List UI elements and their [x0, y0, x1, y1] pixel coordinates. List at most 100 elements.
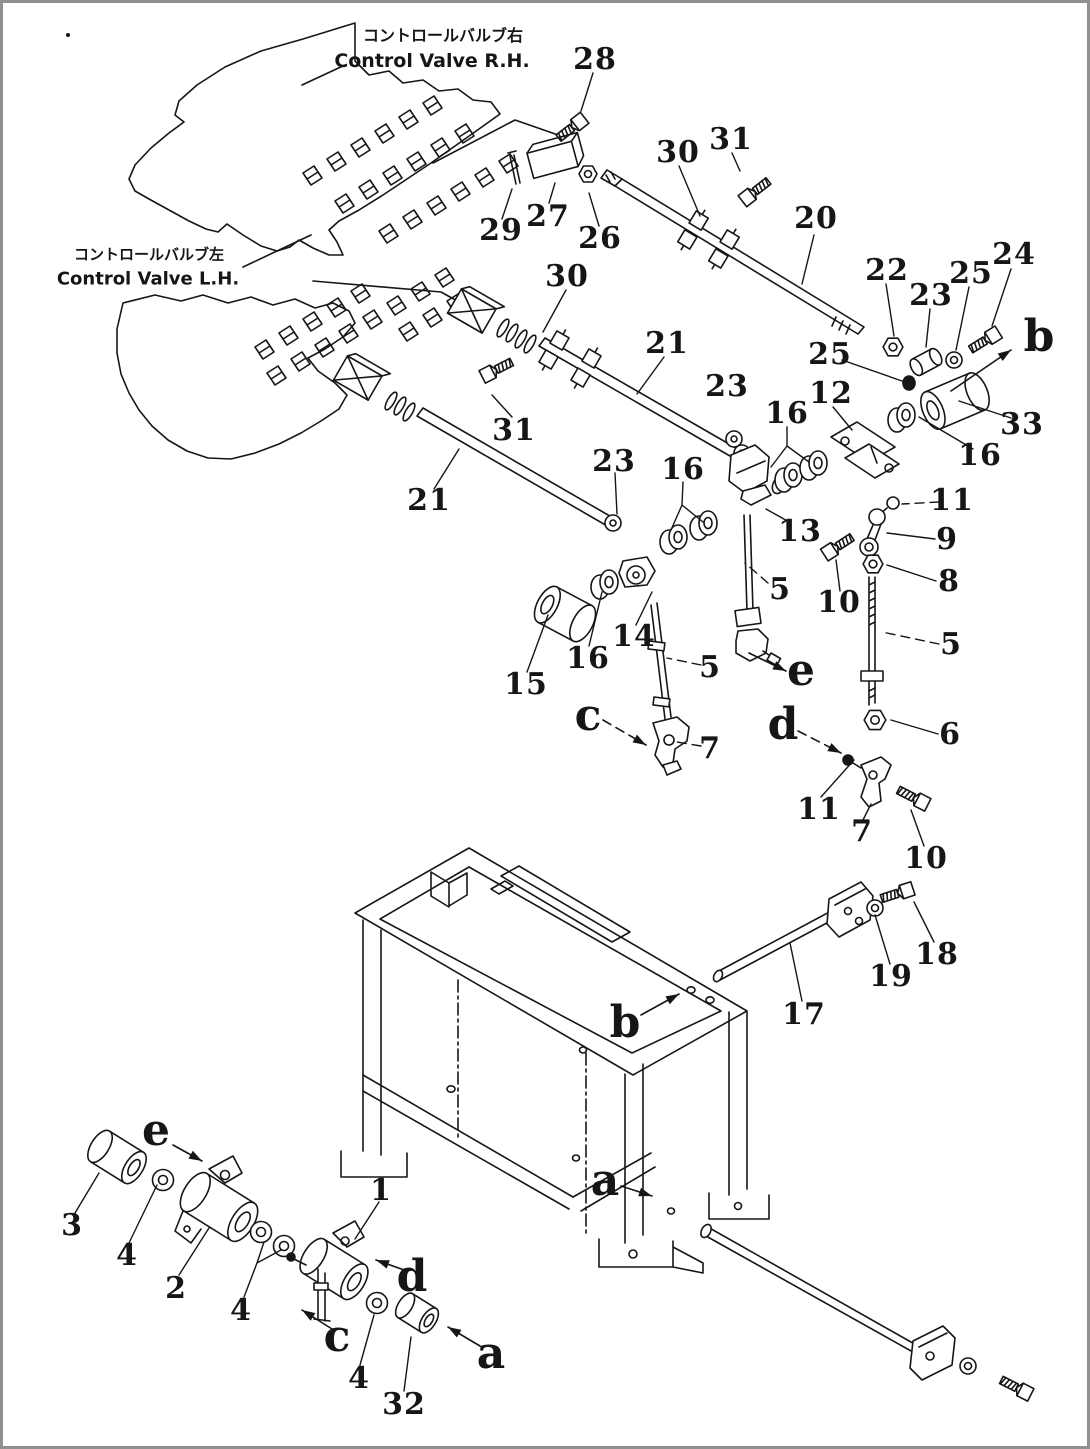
callout-1-53: 1 [370, 1173, 392, 1208]
frame [341, 848, 769, 1273]
leader-lines [75, 73, 1011, 1391]
callout-23-8: 23 [909, 278, 953, 313]
callout-16-20: 16 [958, 438, 1002, 473]
callout-c-55: c [323, 1311, 351, 1362]
bottom-right-rod-assembly [699, 1223, 1035, 1402]
callout-8-25: 8 [938, 564, 960, 599]
parts-26-29 [508, 111, 774, 208]
bolt-18 [878, 880, 916, 907]
rod-20 [601, 170, 864, 334]
callout-10-42: 10 [904, 841, 948, 876]
bolt-28 [553, 111, 590, 145]
callout-25-9: 25 [949, 256, 993, 291]
bolt-31-upper [737, 174, 774, 208]
callout-d-54: d [396, 1251, 428, 1302]
callout-29-1: 29 [479, 213, 523, 248]
washer-25-dark [903, 376, 915, 390]
callout-33-19: 33 [1000, 407, 1044, 442]
bushing-32 [392, 1290, 442, 1336]
callout-5-41: 5 [940, 627, 962, 662]
callout-4-56: 4 [348, 1361, 370, 1396]
lever-7-lower [861, 757, 891, 807]
callout-d-37: d [767, 699, 799, 750]
callout-12-17: 12 [809, 376, 853, 411]
rod-21-lower [333, 351, 621, 531]
callout-e-48: e [142, 1105, 170, 1156]
callout-7-36: 7 [699, 731, 721, 766]
callout-30-4: 30 [656, 135, 700, 170]
callout-31-14: 31 [492, 413, 536, 448]
bolt-10-lower [894, 782, 932, 812]
parts-22-25-33 [882, 325, 1004, 433]
callout-14-30: 14 [612, 619, 656, 654]
callout-20-6: 20 [794, 201, 838, 236]
valve-rh-label-en: Control Valve R.H. [334, 50, 530, 73]
clevis-7 [653, 717, 689, 767]
lever-12 [831, 422, 899, 478]
callout-a-58: a [476, 1328, 506, 1379]
callout-c-35: c [574, 690, 602, 741]
bushing-33 [916, 369, 994, 432]
callout-15-32: 15 [504, 667, 548, 702]
callout-b-46: b [609, 997, 641, 1048]
callout-5-33: 5 [699, 650, 721, 685]
callout-17-43: 17 [782, 997, 826, 1032]
callout-4-50: 4 [116, 1238, 138, 1273]
block-27 [525, 133, 586, 179]
callout-9-24: 9 [936, 522, 958, 557]
rod-17-assembly [712, 880, 916, 983]
callout-b-11: b [1023, 311, 1055, 362]
callout-7-39: 7 [851, 814, 873, 849]
bolt-24 [966, 325, 1004, 357]
callout-25-16: 25 [808, 337, 852, 372]
bolt-31-lower [478, 354, 516, 384]
valve-rh-label-jp: コントロールバルブ右 [362, 25, 524, 45]
nut-6 [863, 709, 887, 731]
washer-br [959, 1357, 977, 1375]
nut-8 [862, 554, 884, 574]
callout-4-52: 4 [230, 1293, 252, 1328]
callout-3-49: 3 [61, 1208, 83, 1243]
callout-28-0: 28 [573, 42, 617, 77]
view-arrows [173, 345, 1015, 1346]
callout-32-57: 32 [382, 1387, 426, 1422]
callout-22-7: 22 [865, 253, 909, 288]
callout-16-18: 16 [765, 396, 809, 431]
callout-16-31: 16 [566, 641, 610, 676]
callout-6-40: 6 [939, 717, 961, 752]
valve-lh-label-en: Control Valve L.H. [56, 268, 240, 290]
nut-22 [882, 337, 904, 357]
washer-4c [365, 1291, 389, 1315]
callout-21-15: 21 [407, 483, 451, 518]
pin-23 [908, 347, 945, 378]
bushing-3 [83, 1126, 151, 1187]
reference-lines [243, 65, 561, 302]
left-link-assembly [529, 557, 689, 775]
callout-10-26: 10 [817, 585, 861, 620]
washer-25 [945, 351, 963, 369]
rod-21-upper [447, 284, 736, 456]
callout-30-12: 30 [545, 259, 589, 294]
callout-27-2: 27 [526, 199, 570, 234]
callout-e-34: e [787, 645, 815, 696]
callout-a-47: a [590, 1155, 620, 1206]
callout-16-29: 16 [661, 452, 705, 487]
nut-26 [578, 165, 598, 183]
valve-lh-label-jp: コントロールバルブ左 [73, 245, 225, 264]
callout-23-22: 23 [705, 369, 749, 404]
callout-31-5: 31 [709, 122, 753, 157]
bolt-br [997, 1372, 1035, 1402]
parts-8-9-10-11 [819, 497, 899, 574]
callout-19-44: 19 [869, 959, 913, 994]
pivot-assemblies [83, 1126, 442, 1336]
pin-29 [508, 151, 520, 184]
control-valve-lh-outline [117, 267, 467, 459]
callout-2-51: 2 [165, 1271, 187, 1306]
callout-24-10: 24 [992, 237, 1036, 272]
washer-19 [866, 899, 884, 917]
bolt-10-upper [819, 530, 857, 562]
callout-11-21: 11 [930, 483, 974, 518]
callout-5-27: 5 [769, 572, 791, 607]
leader-lines-dashed [667, 502, 939, 746]
